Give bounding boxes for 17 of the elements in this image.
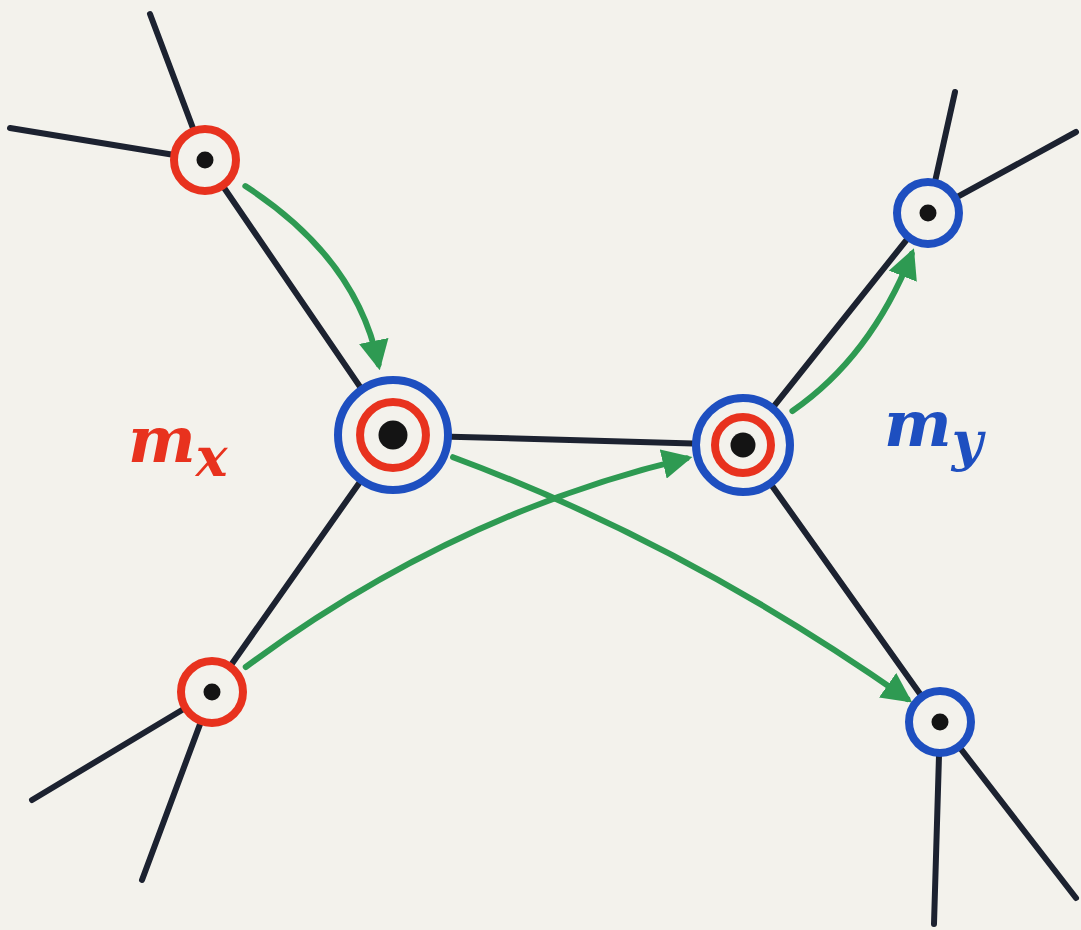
math-label: m$_{x}$: [128, 408, 228, 485]
curved-arrow: [242, 183, 388, 371]
double-ring-node: [331, 373, 455, 497]
ring-node: [167, 122, 243, 198]
curved-arrow: [789, 248, 917, 414]
edge-line: [957, 745, 1079, 901]
edge-line: [932, 89, 958, 183]
edge-line: [221, 185, 364, 391]
edge-line: [29, 706, 186, 803]
curved-arrow: [242, 449, 693, 670]
edge-line: [771, 236, 910, 409]
ring-node: [902, 684, 978, 760]
edge-line: [228, 479, 363, 668]
double-ring-node: [689, 391, 797, 499]
ring-node: [174, 654, 250, 730]
ring-node: [890, 175, 966, 251]
curved-arrow: [450, 454, 913, 703]
